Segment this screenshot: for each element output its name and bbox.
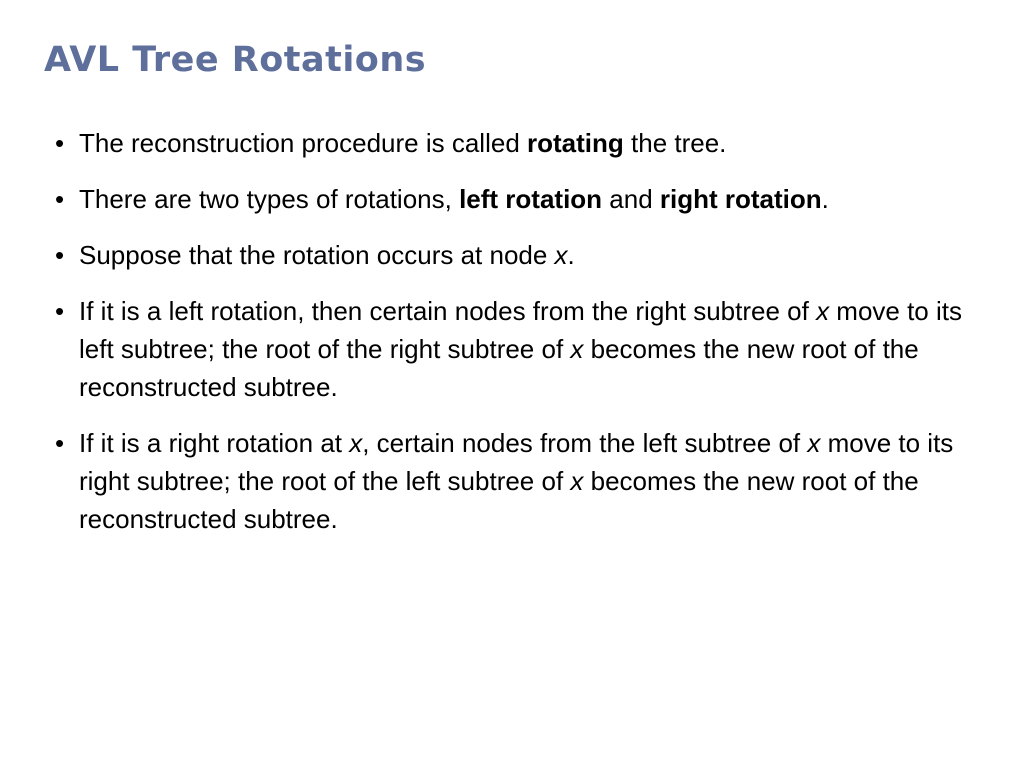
slide-title: AVL Tree Rotations bbox=[44, 40, 427, 80]
bullet-text: There are two types of rotations, bbox=[79, 184, 460, 214]
bullet-text: becomes the new root of the reconstructe… bbox=[79, 466, 919, 534]
bullet-text: If it is a left rotation, then certain n… bbox=[79, 296, 817, 326]
bullet-text: and bbox=[602, 184, 660, 214]
bold-term: rotating bbox=[527, 128, 624, 158]
bullet-text: Suppose that the rotation occurs at node bbox=[79, 240, 555, 270]
bold-term: left rotation bbox=[459, 184, 603, 214]
bullet-text: The reconstruction procedure is called bbox=[79, 128, 528, 158]
italic-variable: x bbox=[570, 466, 584, 496]
bullet-text: the tree. bbox=[623, 128, 727, 158]
bullet-item: •The reconstruction procedure is called … bbox=[55, 124, 975, 162]
bullet-text: move to its left subtree; the root of th… bbox=[79, 296, 962, 364]
italic-variable: x bbox=[570, 334, 584, 364]
bullet-text: . bbox=[567, 240, 575, 270]
italic-variable: x bbox=[554, 240, 568, 270]
bullet-text: , certain nodes from the left subtree of bbox=[362, 428, 808, 458]
bullet-item: • If it is a left rotation, then certain … bbox=[55, 292, 975, 406]
bullet-text: . bbox=[821, 184, 829, 214]
bold-term: right rotation bbox=[659, 184, 822, 214]
bullet-item: • Suppose that the rotation occurs at nod… bbox=[55, 236, 975, 274]
italic-variable: x bbox=[807, 428, 821, 458]
bullet-marker: • bbox=[55, 128, 65, 158]
bullet-text: becomes the new root of the reconstructe… bbox=[79, 334, 919, 402]
bullet-marker: • bbox=[55, 240, 65, 270]
italic-variable: x bbox=[349, 428, 363, 458]
bullet-text: If it is a right rotation at bbox=[79, 428, 350, 458]
italic-variable: x bbox=[816, 296, 830, 326]
bullet-marker: • bbox=[55, 184, 65, 214]
bullet-marker: • bbox=[55, 428, 65, 458]
bullet-item: • There are two types of rotations, left … bbox=[55, 180, 975, 218]
bullet-marker: • bbox=[55, 296, 65, 326]
bullet-text: move to its right subtree; the root of t… bbox=[79, 428, 954, 496]
bullet-item: •If it is a right rotation at x, certain… bbox=[55, 424, 975, 538]
bullet-list: •The reconstruction procedure is called … bbox=[55, 124, 975, 556]
